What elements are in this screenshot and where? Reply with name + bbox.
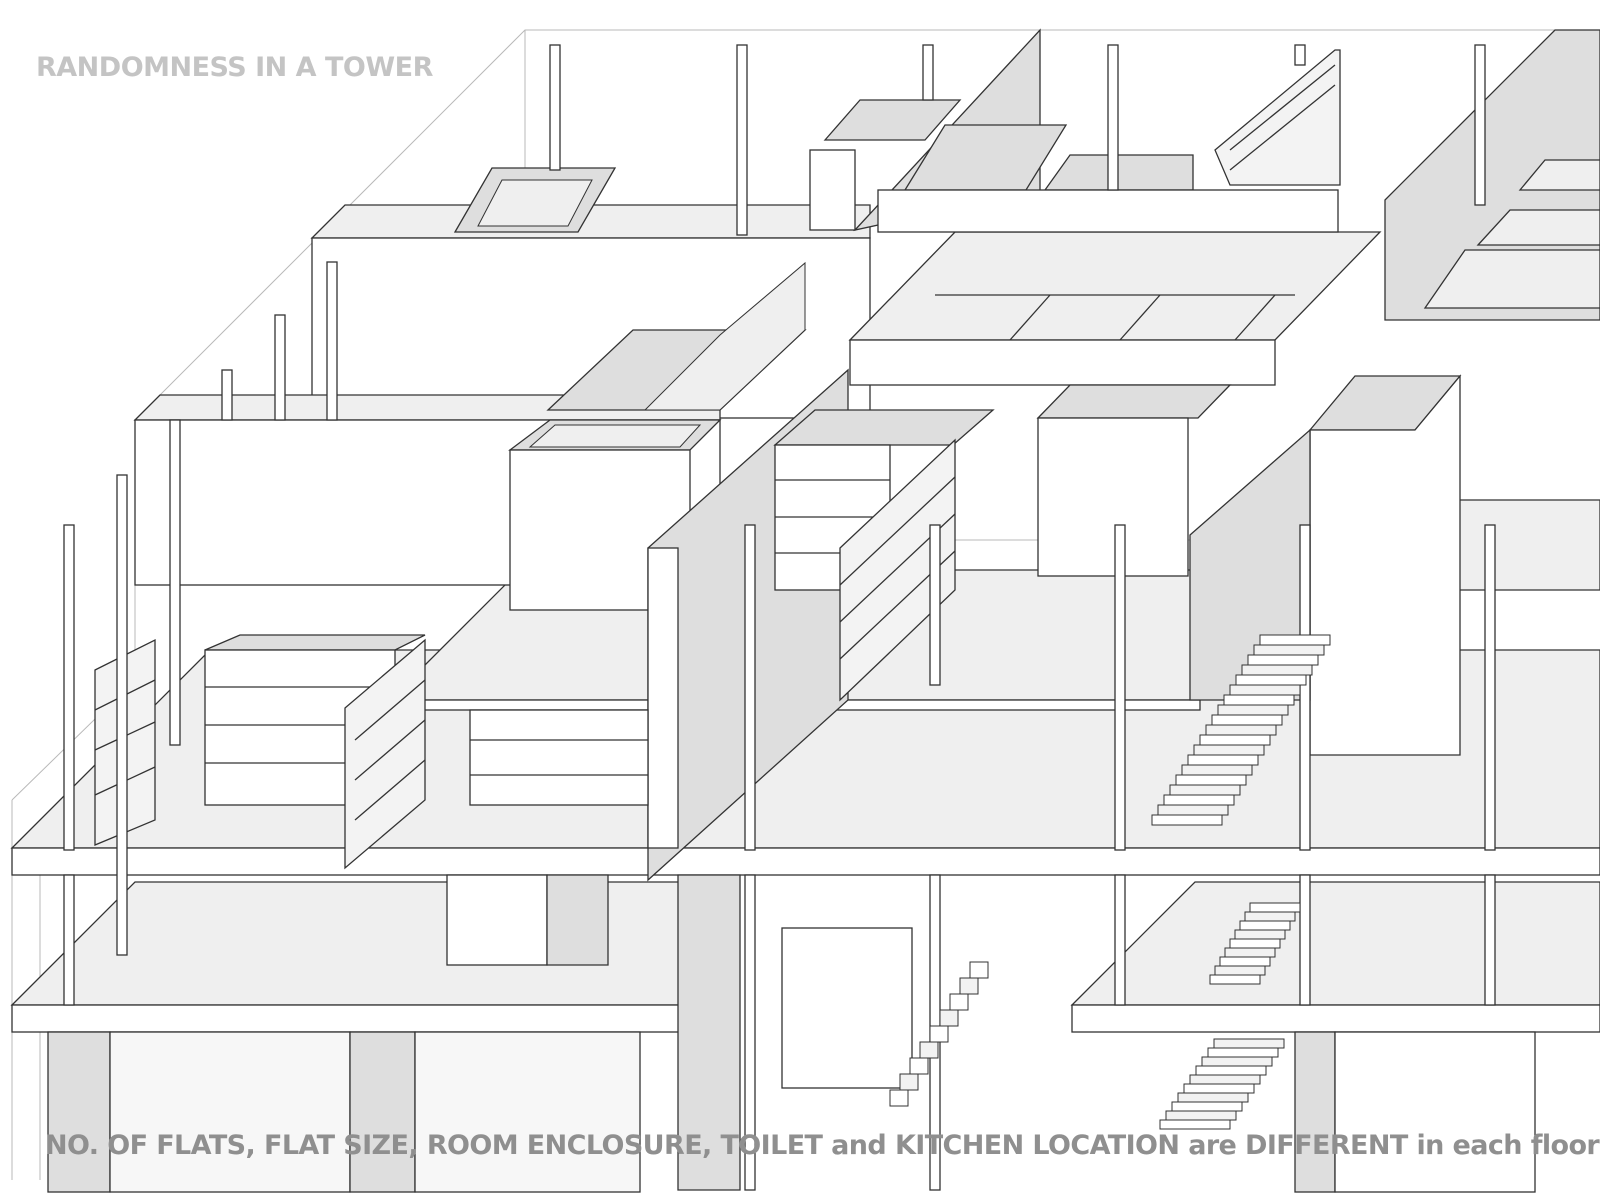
stair-step bbox=[1241, 664, 1313, 676]
stair-step bbox=[899, 1073, 919, 1091]
stair-step bbox=[1214, 965, 1266, 976]
stair-step bbox=[1175, 774, 1247, 786]
stair-step bbox=[1187, 754, 1259, 766]
columns bbox=[63, 44, 1496, 1191]
toilet-box-top bbox=[453, 167, 617, 233]
stair-step bbox=[1224, 947, 1276, 958]
stair-step bbox=[1223, 694, 1295, 706]
stair-step bbox=[1151, 814, 1223, 826]
stair-step bbox=[889, 1089, 909, 1107]
stair-step bbox=[1211, 714, 1283, 726]
stair-step bbox=[1195, 1065, 1267, 1076]
toilet-box-right bbox=[1189, 374, 1462, 756]
stair-step bbox=[1183, 1083, 1255, 1094]
staircase-lower-centre bbox=[889, 961, 989, 1107]
stair-step bbox=[1235, 674, 1307, 686]
ground-floor-bays bbox=[47, 1031, 1536, 1193]
toilet-box-upper bbox=[546, 261, 807, 411]
stair-step bbox=[1189, 1074, 1261, 1085]
stair-step bbox=[1201, 1056, 1273, 1067]
stair-step bbox=[1229, 684, 1301, 696]
stair-step bbox=[1199, 734, 1271, 746]
stair-step bbox=[1163, 794, 1235, 806]
stair-step bbox=[969, 961, 989, 979]
shelving-unit-central bbox=[773, 409, 995, 702]
stair-step bbox=[1181, 764, 1253, 776]
stair-step bbox=[1244, 911, 1296, 922]
stair-step bbox=[1239, 920, 1291, 931]
stair-step bbox=[939, 1009, 959, 1027]
lower-room-boxes bbox=[446, 874, 913, 1191]
toilet-boxes-top-centre bbox=[809, 28, 1339, 233]
shelving-unit-front-centre bbox=[204, 634, 426, 870]
stair-step bbox=[1205, 724, 1277, 736]
stair-step bbox=[1213, 1038, 1285, 1049]
stair-step bbox=[1217, 704, 1289, 716]
drawing-title: RANDOMNESS IN A TOWER bbox=[36, 52, 433, 83]
stair-step bbox=[1157, 804, 1229, 816]
drawing-caption: NO. OF FLATS, FLAT SIZE, ROOM ENCLOSURE,… bbox=[45, 1130, 1600, 1161]
stair-step bbox=[1207, 1047, 1279, 1058]
staircase-lower-right bbox=[1209, 902, 1301, 985]
stair-step bbox=[959, 977, 979, 995]
stair-step bbox=[1249, 902, 1301, 913]
stair-step bbox=[1193, 744, 1265, 756]
stair-step bbox=[1229, 938, 1281, 949]
stair-step bbox=[1234, 929, 1286, 940]
stair-step bbox=[929, 1025, 949, 1043]
stair-step bbox=[1171, 1101, 1243, 1112]
stair-step bbox=[1247, 654, 1319, 666]
staircase-upper-right bbox=[1151, 634, 1331, 826]
stair-step bbox=[1159, 1119, 1231, 1130]
stair-step bbox=[1177, 1092, 1249, 1103]
central-upper-block bbox=[848, 231, 1382, 386]
shelving-unit-top-right bbox=[1214, 49, 1341, 186]
floor-slab-lower-right bbox=[1070, 881, 1600, 1033]
wall-top-right bbox=[1384, 29, 1600, 321]
staircase-ground-right bbox=[1159, 1038, 1285, 1130]
stair-step bbox=[1219, 956, 1271, 967]
stair-step bbox=[919, 1041, 939, 1059]
stair-step bbox=[1169, 784, 1241, 796]
stair-step bbox=[1253, 644, 1325, 656]
stair-step bbox=[949, 993, 969, 1011]
shelving-unit-behind-slab bbox=[469, 709, 649, 806]
stair-step bbox=[1165, 1110, 1237, 1121]
stair-step bbox=[1259, 634, 1331, 646]
stair-step bbox=[909, 1057, 929, 1075]
stair-step bbox=[1209, 974, 1261, 985]
toilet-box-centre-right bbox=[1036, 384, 1232, 577]
